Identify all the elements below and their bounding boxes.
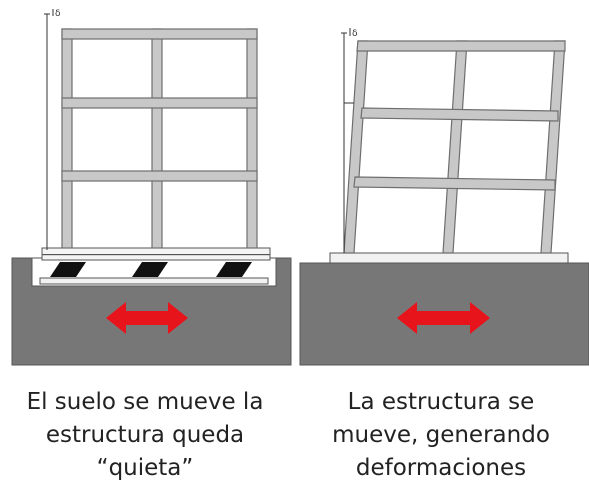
- beam-3-deformed: [360, 107, 559, 122]
- beam-3: [61, 97, 258, 109]
- caption-left-line-1: El suelo se mueve la: [26, 389, 264, 415]
- building-frame-right: [343, 40, 566, 254]
- isolator-2: [132, 262, 168, 277]
- caption-right-line-1: La estructura se: [347, 389, 535, 415]
- isolator-1: [50, 262, 86, 277]
- left-panel: δ: [11, 9, 292, 366]
- caption-right: La estructura se mueve, generando deform…: [296, 386, 586, 485]
- caption-left: El suelo se mueve la estructura queda “q…: [0, 386, 290, 485]
- ground-motion-arrow-left: [106, 302, 188, 334]
- isolators: [50, 262, 252, 277]
- ground-motion-arrow-right: [397, 302, 490, 334]
- foundation-plate: [39, 277, 269, 285]
- caption-right-line-3: deformaciones: [355, 455, 527, 481]
- beam-2-deformed: [353, 176, 556, 191]
- drift-label-left: δ: [55, 9, 61, 19]
- drift-indicator-right: δ: [341, 28, 358, 253]
- caption-left-line-3: “quieta”: [96, 455, 194, 481]
- column-mid-deformed: [442, 40, 468, 254]
- column-right-deformed: [540, 40, 566, 254]
- column-mid: [151, 28, 163, 249]
- foundation-slab-right: [329, 252, 569, 264]
- right-panel: δ: [299, 28, 589, 366]
- caption-right-line-2: mueve, generando: [332, 422, 550, 448]
- slab-trim: [42, 254, 270, 256]
- column-left: [61, 28, 73, 249]
- caption-left-line-2: estructura queda: [45, 422, 245, 448]
- column-left-deformed: [343, 40, 369, 254]
- drift-indicator-left: δ: [44, 9, 61, 250]
- isolator-3: [216, 262, 252, 277]
- beam-roof-deformed: [356, 40, 566, 52]
- column-right: [246, 28, 258, 249]
- drift-label-right: δ: [352, 29, 358, 39]
- beam-2: [61, 170, 258, 182]
- building-frame-left: [61, 28, 258, 249]
- beam-roof: [61, 28, 258, 40]
